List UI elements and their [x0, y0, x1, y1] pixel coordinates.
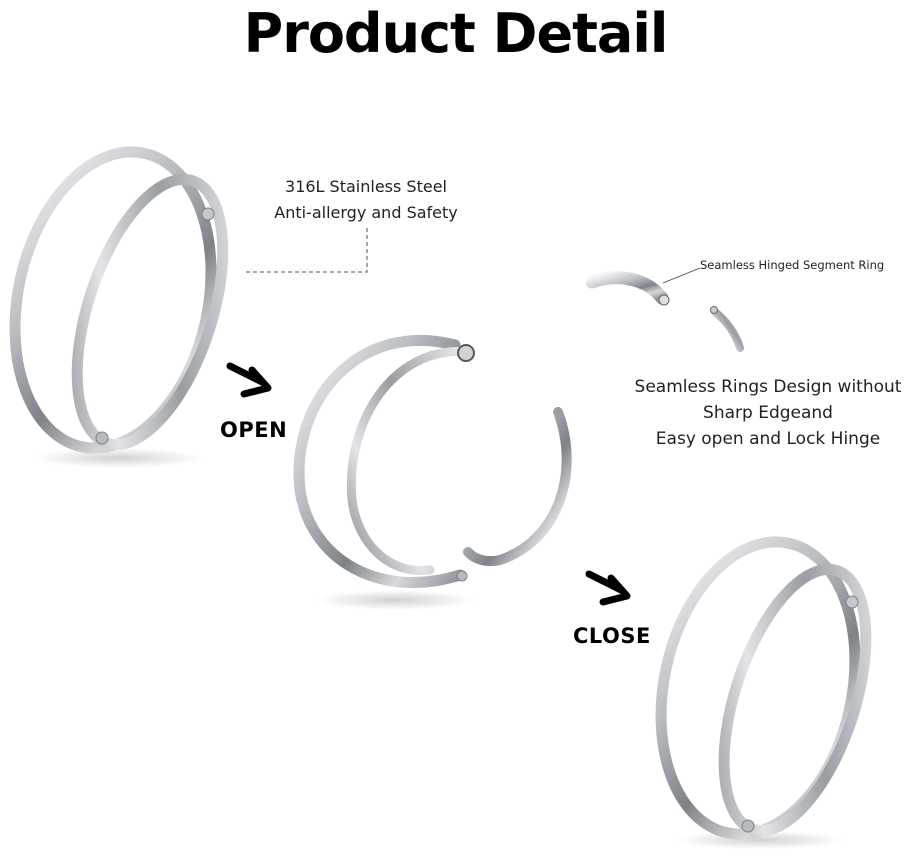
- material-leader-line: [243, 228, 368, 273]
- close-step-label: CLOSE: [573, 624, 651, 648]
- design-note: Seamless Rings Design without Sharp Edge…: [618, 374, 911, 452]
- design-note-line-1: Seamless Rings Design without: [634, 377, 902, 397]
- open-ring-middle: [293, 334, 572, 610]
- design-note-line-3: Easy open and Lock Hinge: [655, 429, 881, 449]
- closed-ring-right: [655, 536, 872, 849]
- open-step-label: OPEN: [220, 418, 288, 442]
- material-note-line-2: Anti-allergy and Safety: [274, 203, 458, 222]
- segment-detail: [585, 267, 744, 352]
- closed-ring-left: [9, 146, 229, 468]
- arrow-down-right-icon: [585, 570, 631, 606]
- segment-ring-label: Seamless Hinged Segment Ring: [700, 258, 885, 272]
- page-title: Product Detail: [243, 2, 669, 65]
- material-note-line-1: 316L Stainless Steel: [285, 177, 447, 196]
- material-note: 316L Stainless Steel Anti-allergy and Sa…: [246, 174, 486, 226]
- arrow-down-right-icon: [226, 362, 272, 398]
- design-note-line-2: Sharp Edgeand: [703, 403, 833, 423]
